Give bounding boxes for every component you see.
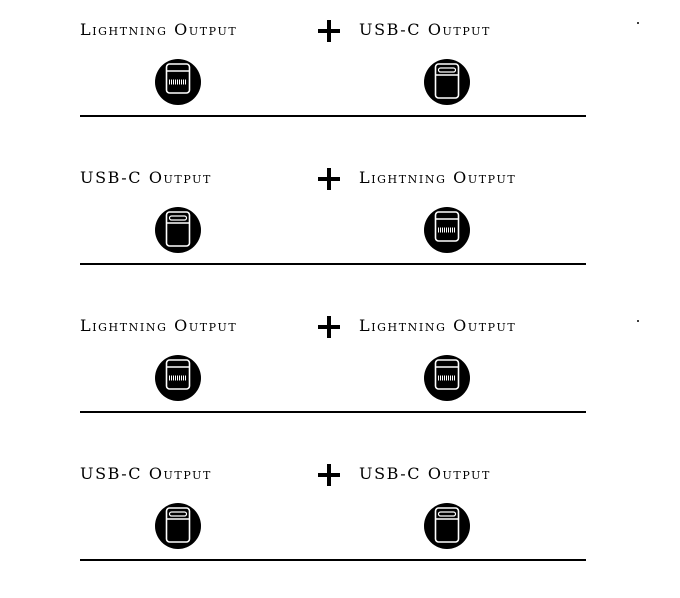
- combination-row-1: Lightning Output USB-C Output: [0, 0, 680, 148]
- dust-speck: [637, 22, 639, 24]
- usb-c-port-icon: [155, 503, 201, 549]
- divider-line: [80, 559, 586, 561]
- divider-line: [80, 263, 586, 265]
- usb-c-port-icon: [424, 59, 470, 105]
- usb-c-port-icon: [155, 207, 201, 253]
- dust-speck: [637, 320, 639, 322]
- combination-row-4: USB-C Output USB-C Output: [0, 444, 680, 592]
- right-output-label: Lightning Output: [359, 316, 517, 335]
- lightning-port-icon: [155, 59, 201, 105]
- left-output-label: Lightning Output: [80, 20, 238, 39]
- combination-row-2: USB-C Output Lightning Output: [0, 148, 680, 296]
- lightning-port-icon: [424, 355, 470, 401]
- left-output-label: USB-C Output: [80, 168, 212, 187]
- left-output-label: Lightning Output: [80, 316, 238, 335]
- plus-icon: [318, 20, 340, 42]
- divider-line: [80, 411, 586, 413]
- combination-row-3: Lightning Output Lightning Output: [0, 296, 680, 444]
- plus-icon: [318, 168, 340, 190]
- plus-icon: [318, 316, 340, 338]
- usb-c-port-icon: [424, 503, 470, 549]
- right-output-label: Lightning Output: [359, 168, 517, 187]
- lightning-port-icon: [424, 207, 470, 253]
- right-output-label: USB-C Output: [359, 20, 491, 39]
- plus-icon: [318, 464, 340, 486]
- right-output-label: USB-C Output: [359, 464, 491, 483]
- lightning-port-icon: [155, 355, 201, 401]
- left-output-label: USB-C Output: [80, 464, 212, 483]
- divider-line: [80, 115, 586, 117]
